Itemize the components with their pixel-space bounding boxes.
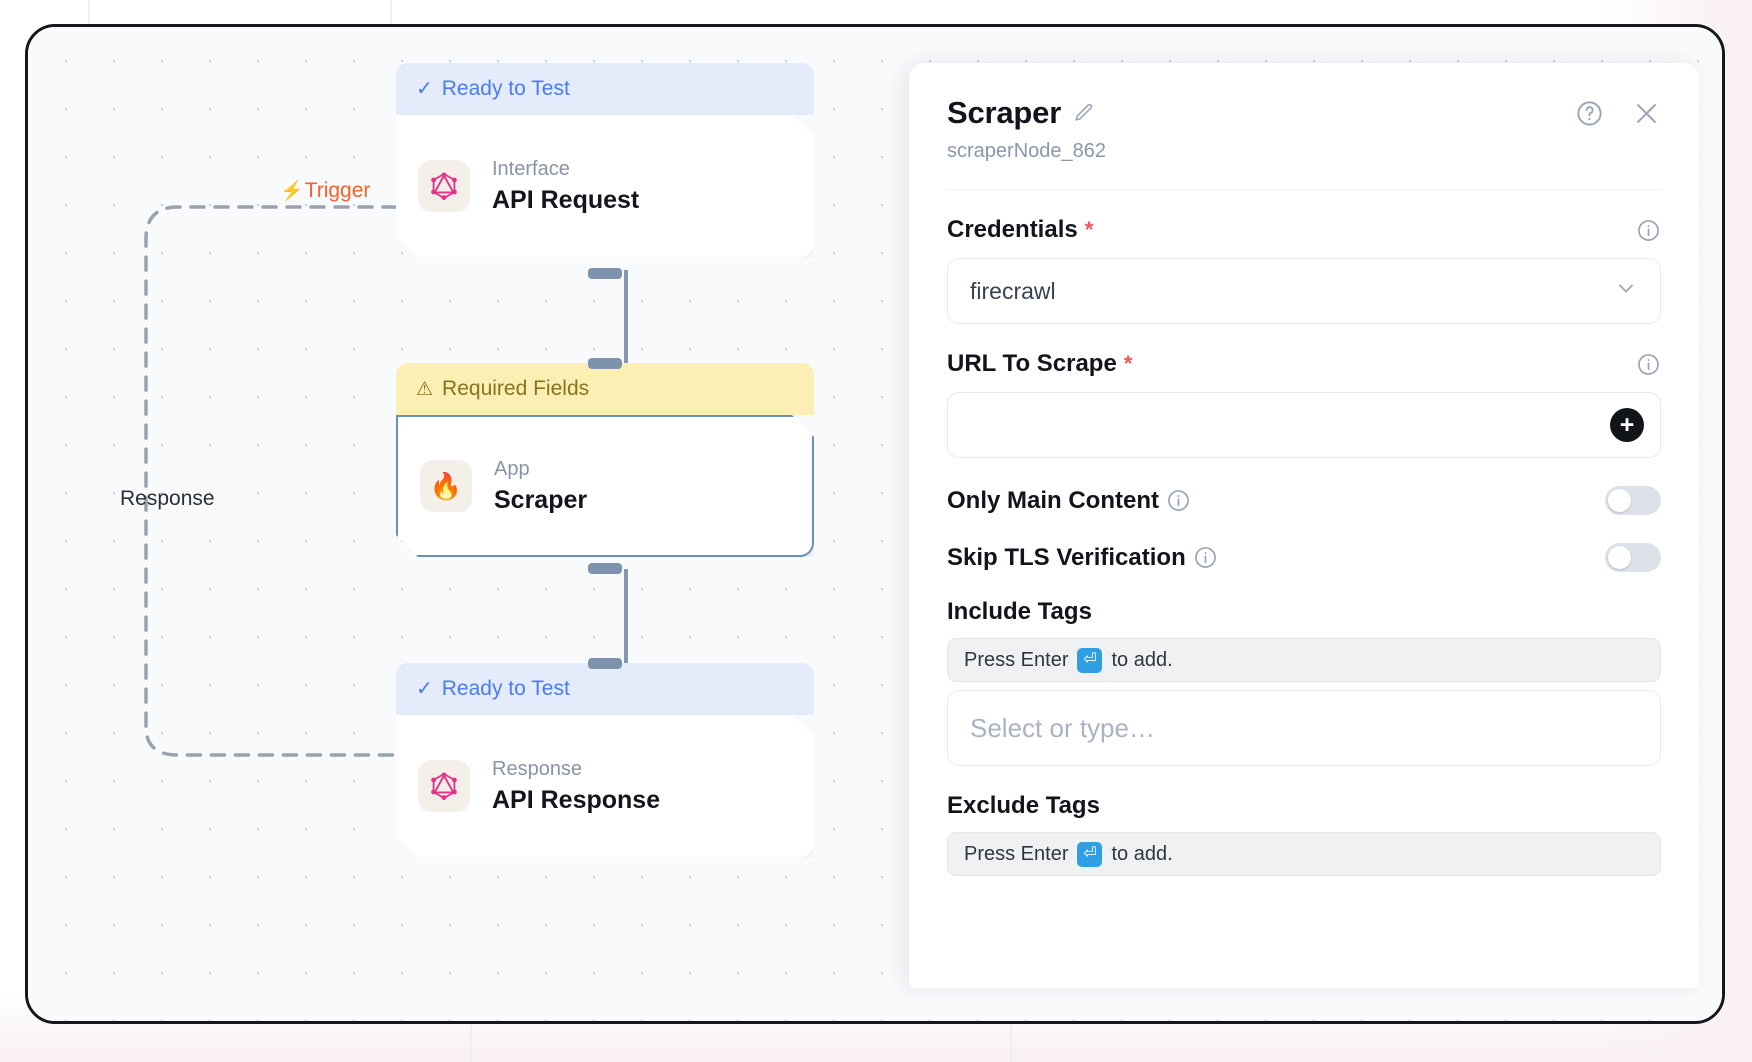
panel-divider	[947, 189, 1661, 190]
hint-suffix: to add.	[1111, 648, 1173, 671]
info-icon[interactable]	[1636, 352, 1661, 377]
node-status-text: Ready to Test	[441, 677, 570, 700]
flame-icon: 🔥	[420, 460, 472, 512]
credentials-select[interactable]: firecrawl	[947, 258, 1661, 324]
hint-suffix: to add.	[1111, 842, 1173, 865]
only-main-content-toggle[interactable]	[1605, 486, 1661, 515]
credentials-label-text: Credentials	[947, 216, 1078, 243]
chevron-down-icon	[1614, 276, 1638, 306]
node-status-text: Required Fields	[442, 377, 590, 400]
close-icon[interactable]	[1632, 99, 1661, 128]
row-skip-tls-verification: Skip TLS Verification	[947, 543, 1661, 572]
node-kind-label: Interface	[492, 158, 570, 180]
node-api-request[interactable]: ✓ Ready to Test	[396, 63, 814, 279]
workflow-canvas[interactable]: ⚡ Trigger Response ✓ Ready to Test	[25, 24, 1725, 1024]
background-rule	[390, 0, 392, 26]
node-body[interactable]: Response API Response	[396, 715, 814, 857]
node-scraper[interactable]: ⚠ Required Fields 🔥 App Scraper	[396, 358, 814, 574]
plus-icon[interactable]: +	[1610, 408, 1644, 442]
node-api-response[interactable]: ✓ Ready to Test	[396, 658, 814, 857]
graphql-icon	[418, 160, 470, 212]
include-tags-placeholder: Select or type…	[970, 712, 1155, 743]
field-label-row: URL To Scrape *	[947, 350, 1661, 378]
node-kind-label: Response	[492, 758, 583, 780]
url-to-scrape-label: URL To Scrape *	[947, 350, 1132, 378]
response-label: Response	[120, 487, 215, 510]
background-rule	[1010, 1000, 1012, 1062]
info-icon[interactable]	[1636, 218, 1661, 243]
check-icon: ✓	[416, 678, 433, 700]
exclude-tags-hint: Press Enter ⏎ to add.	[947, 832, 1661, 876]
enter-key-icon: ⏎	[1077, 841, 1103, 867]
include-tags-hint: Press Enter ⏎ to add.	[947, 638, 1661, 682]
credentials-value: firecrawl	[970, 277, 1056, 304]
skip-tls-verification-label: Skip TLS Verification	[947, 544, 1218, 572]
warning-triangle-icon: ⚠	[416, 378, 434, 400]
trigger-label: ⚡ Trigger	[280, 179, 370, 203]
node-input-handle[interactable]	[588, 658, 622, 669]
row-only-main-content: Only Main Content	[947, 486, 1661, 515]
connector-wire	[624, 569, 628, 674]
node-status-badge: ⚠ Required Fields	[396, 363, 814, 415]
background-rule	[88, 0, 90, 26]
bolt-icon: ⚡	[280, 180, 304, 202]
hint-prefix: Press Enter	[964, 842, 1069, 865]
toggle-knob	[1608, 546, 1631, 569]
required-asterisk: *	[1084, 217, 1094, 242]
panel-title-row: Scraper	[947, 95, 1661, 131]
url-to-scrape-label-text: URL To Scrape	[947, 350, 1117, 377]
include-tags-input[interactable]: Select or type…	[947, 690, 1661, 766]
response-connector	[144, 205, 398, 757]
node-input-handle[interactable]	[588, 358, 622, 369]
skip-tls-verification-toggle[interactable]	[1605, 543, 1661, 572]
panel-header: Scraper scraperNode_862	[947, 95, 1661, 163]
node-status-badge: ✓ Ready to Test	[396, 63, 814, 115]
info-icon[interactable]	[1166, 488, 1191, 513]
include-tags-label: Include Tags	[947, 598, 1092, 625]
credentials-label: Credentials *	[947, 216, 1093, 244]
toggle-knob	[1608, 489, 1631, 512]
node-config-panel[interactable]: Scraper scraperNode_862	[909, 63, 1699, 988]
only-main-content-label: Only Main Content	[947, 487, 1191, 515]
node-id-label: scraperNode_862	[947, 140, 1106, 162]
node-output-handle[interactable]	[588, 268, 622, 279]
node-status-text: Ready to Test	[441, 77, 570, 100]
hint-prefix: Press Enter	[964, 648, 1069, 671]
skip-tls-verification-label-text: Skip TLS Verification	[947, 543, 1186, 571]
node-text: App Scraper	[494, 457, 587, 515]
panel-actions	[1575, 99, 1661, 128]
help-circle-icon[interactable]	[1575, 99, 1604, 128]
enter-key-icon: ⏎	[1077, 647, 1103, 673]
node-text: Interface API Request	[492, 157, 639, 215]
graphql-icon	[418, 760, 470, 812]
info-icon[interactable]	[1193, 545, 1218, 570]
node-title-label: Scraper	[494, 486, 588, 514]
node-title-label: API Request	[492, 186, 640, 214]
node-status-badge: ✓ Ready to Test	[396, 663, 814, 715]
check-icon: ✓	[416, 78, 433, 100]
field-label-row: Credentials *	[947, 216, 1661, 244]
node-output-handle[interactable]	[588, 563, 622, 574]
node-body[interactable]: Interface API Request	[396, 115, 814, 257]
field-url-to-scrape: URL To Scrape * +	[947, 350, 1661, 458]
only-main-content-label-text: Only Main Content	[947, 486, 1159, 514]
node-text: Response API Response	[492, 757, 660, 815]
required-asterisk: *	[1123, 351, 1133, 376]
url-to-scrape-input[interactable]: +	[947, 392, 1661, 458]
exclude-tags-label: Exclude Tags	[947, 792, 1100, 819]
node-title-label: API Response	[492, 786, 661, 814]
background-rule	[470, 1000, 472, 1062]
node-kind-label: App	[494, 458, 530, 480]
node-body[interactable]: 🔥 App Scraper	[396, 415, 814, 557]
page-title: Scraper	[947, 95, 1062, 130]
connector-wire	[624, 270, 628, 374]
pencil-icon[interactable]	[1073, 102, 1095, 124]
trigger-label-text: Trigger	[304, 179, 371, 202]
field-credentials: Credentials * firecrawl	[947, 216, 1661, 324]
